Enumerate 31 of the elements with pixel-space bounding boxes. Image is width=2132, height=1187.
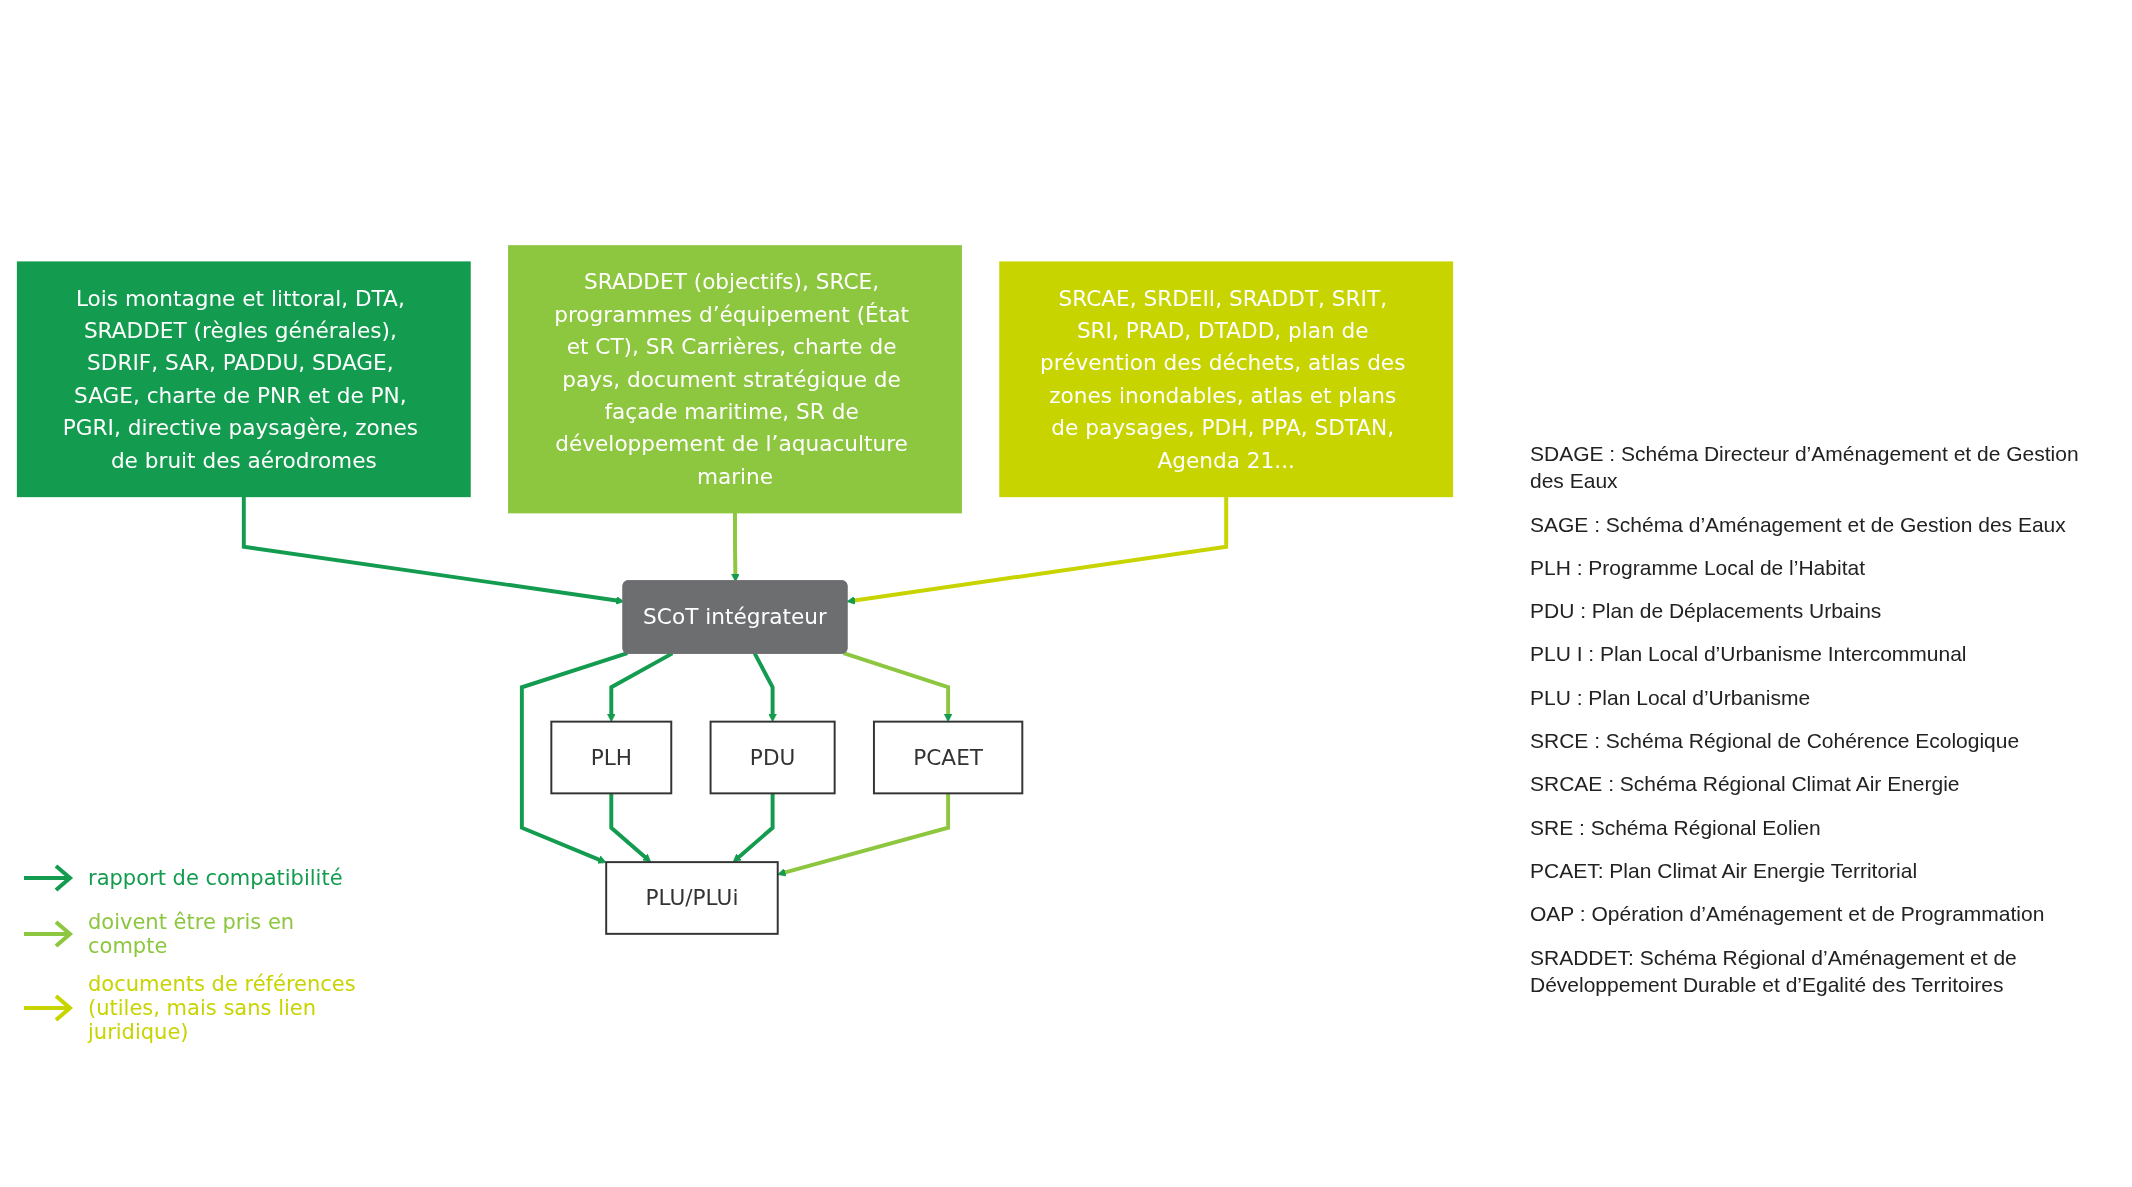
arrow [752,652,777,723]
glossary-entry: SRE : Schéma Régional Eolien [1530,814,1822,841]
node-box: PCAET [872,720,1024,795]
glossary-entry: SRCE : Schéma Régional de Cohérence Ecologique [1530,728,2021,755]
glossary-entry: PLH : Programme Local de l’Habitat [1530,554,1866,581]
arrow [777,793,951,877]
arrow [607,651,674,723]
glossary-entry: SRCAE : Schéma Régional Climat Air Energie [1530,771,1961,798]
node-box: SRADDET (objectifs), SRCE, programmes d’équipement (État et CT), SR Carrières, charte de pays, document stratégique de façade maritime, SR de développement de l’aquaculture marine [508,245,962,514]
glossary-entry: SRADDET: Schéma Régional d’Aménagement et de Développement Durable et d’Egalité des Territoires [1530,944,2018,998]
node-box: PLH [550,720,673,795]
glossary-entry: SDAGE : Schéma Directeur d’Aménagement et de Gestion des Eaux [1530,441,2080,495]
glossary-entry: PLU : Plan Local d’Urbanisme [1530,684,1812,711]
arrow [846,496,1229,605]
arrow [731,512,740,583]
node-box: PDU [709,720,836,795]
node-box: PLU/PLUi [605,861,779,935]
glossary-entry: SAGE : Schéma d’Aménagement et de Gestion des Eaux [1530,511,2067,538]
legend-text: doivent être pris en compte [88,910,296,958]
arrow [842,651,953,723]
arrow [732,793,775,863]
glossary-entry: OAP : Opération d’Aménagement et de Programmation [1530,901,2046,928]
node-box: SRCAE, SRDEII, SRADDT, SRIT, SRI, PRAD, DTADD, plan de prévention des déchets, atlas des zones inondables, atlas et plans de paysages, PDH, PPA, SDTAN, Agenda 21... [999,261,1454,498]
glossary-entry: PCAET: Plan Climat Air Energie Territorial [1530,857,1919,884]
legend-text: documents de références (utiles, mais sans lien juridique) [88,972,357,1044]
legend-text: rapport de compatibilité [88,866,343,890]
glossary-entry: PDU : Plan de Déplacements Urbains [1530,598,1883,625]
arrow [609,793,652,863]
node-box: Lois montagne et littoral, DTA, SRADDET (règles générales), SDRIF, SAR, PADDU, SDAGE, SAGE, charte de PNR et de PN, PGRI, directive paysagère, zones de bruit des aérodromes [16,261,471,498]
arrow [519,651,628,864]
glossary-entry: PLU I : Plan Local d’Urbanisme Intercommunal [1530,641,1968,668]
